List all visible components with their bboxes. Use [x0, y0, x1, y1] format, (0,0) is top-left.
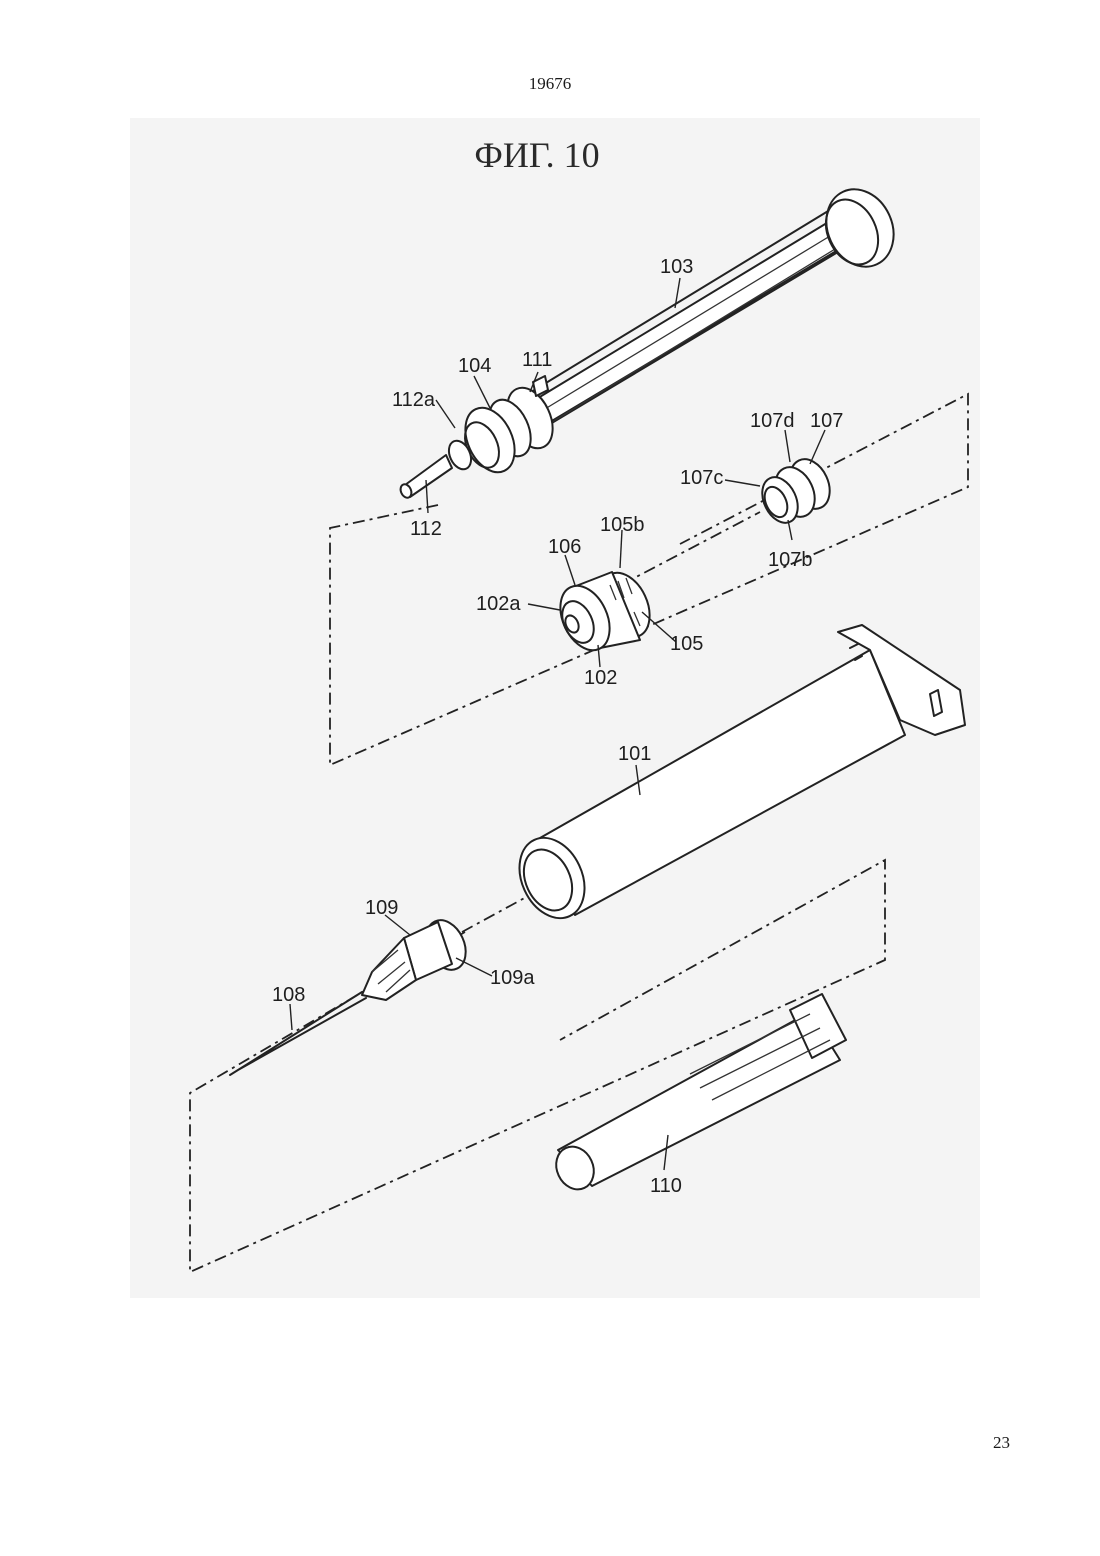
page-number: 23	[960, 1433, 1010, 1453]
ref-label-106: 106	[548, 536, 581, 558]
ref-label-103: 103	[660, 256, 693, 278]
ref-label-108: 108	[272, 984, 305, 1006]
ref-label-107: 107	[810, 410, 843, 432]
ref-label-101: 101	[618, 743, 651, 765]
ref-label-109a: 109a	[490, 967, 535, 989]
ref-label-112: 112	[410, 518, 442, 540]
gasket	[755, 453, 837, 529]
ref-label-111: 111	[522, 349, 552, 371]
ref-label-105: 105	[670, 633, 703, 655]
barrel	[507, 625, 965, 929]
ref-label-107d: 107d	[750, 410, 795, 432]
ref-label-105b: 105b	[600, 514, 645, 536]
ref-label-104: 104	[458, 355, 491, 377]
plunger-rod	[505, 178, 906, 440]
connector-assembly	[551, 565, 660, 658]
ref-label-110: 110	[650, 1175, 682, 1197]
ref-label-109: 109	[365, 897, 398, 919]
needle-cap	[549, 994, 846, 1196]
figure-title: ФИГ. 10	[474, 135, 599, 175]
ref-label-102a: 102a	[476, 593, 521, 615]
ref-label-107c: 107c	[680, 467, 723, 489]
ref-label-107b: 107b	[768, 549, 813, 571]
ref-label-102: 102	[584, 667, 617, 689]
needle-hub	[362, 914, 473, 1000]
ref-label-112a: 112a	[392, 389, 436, 411]
